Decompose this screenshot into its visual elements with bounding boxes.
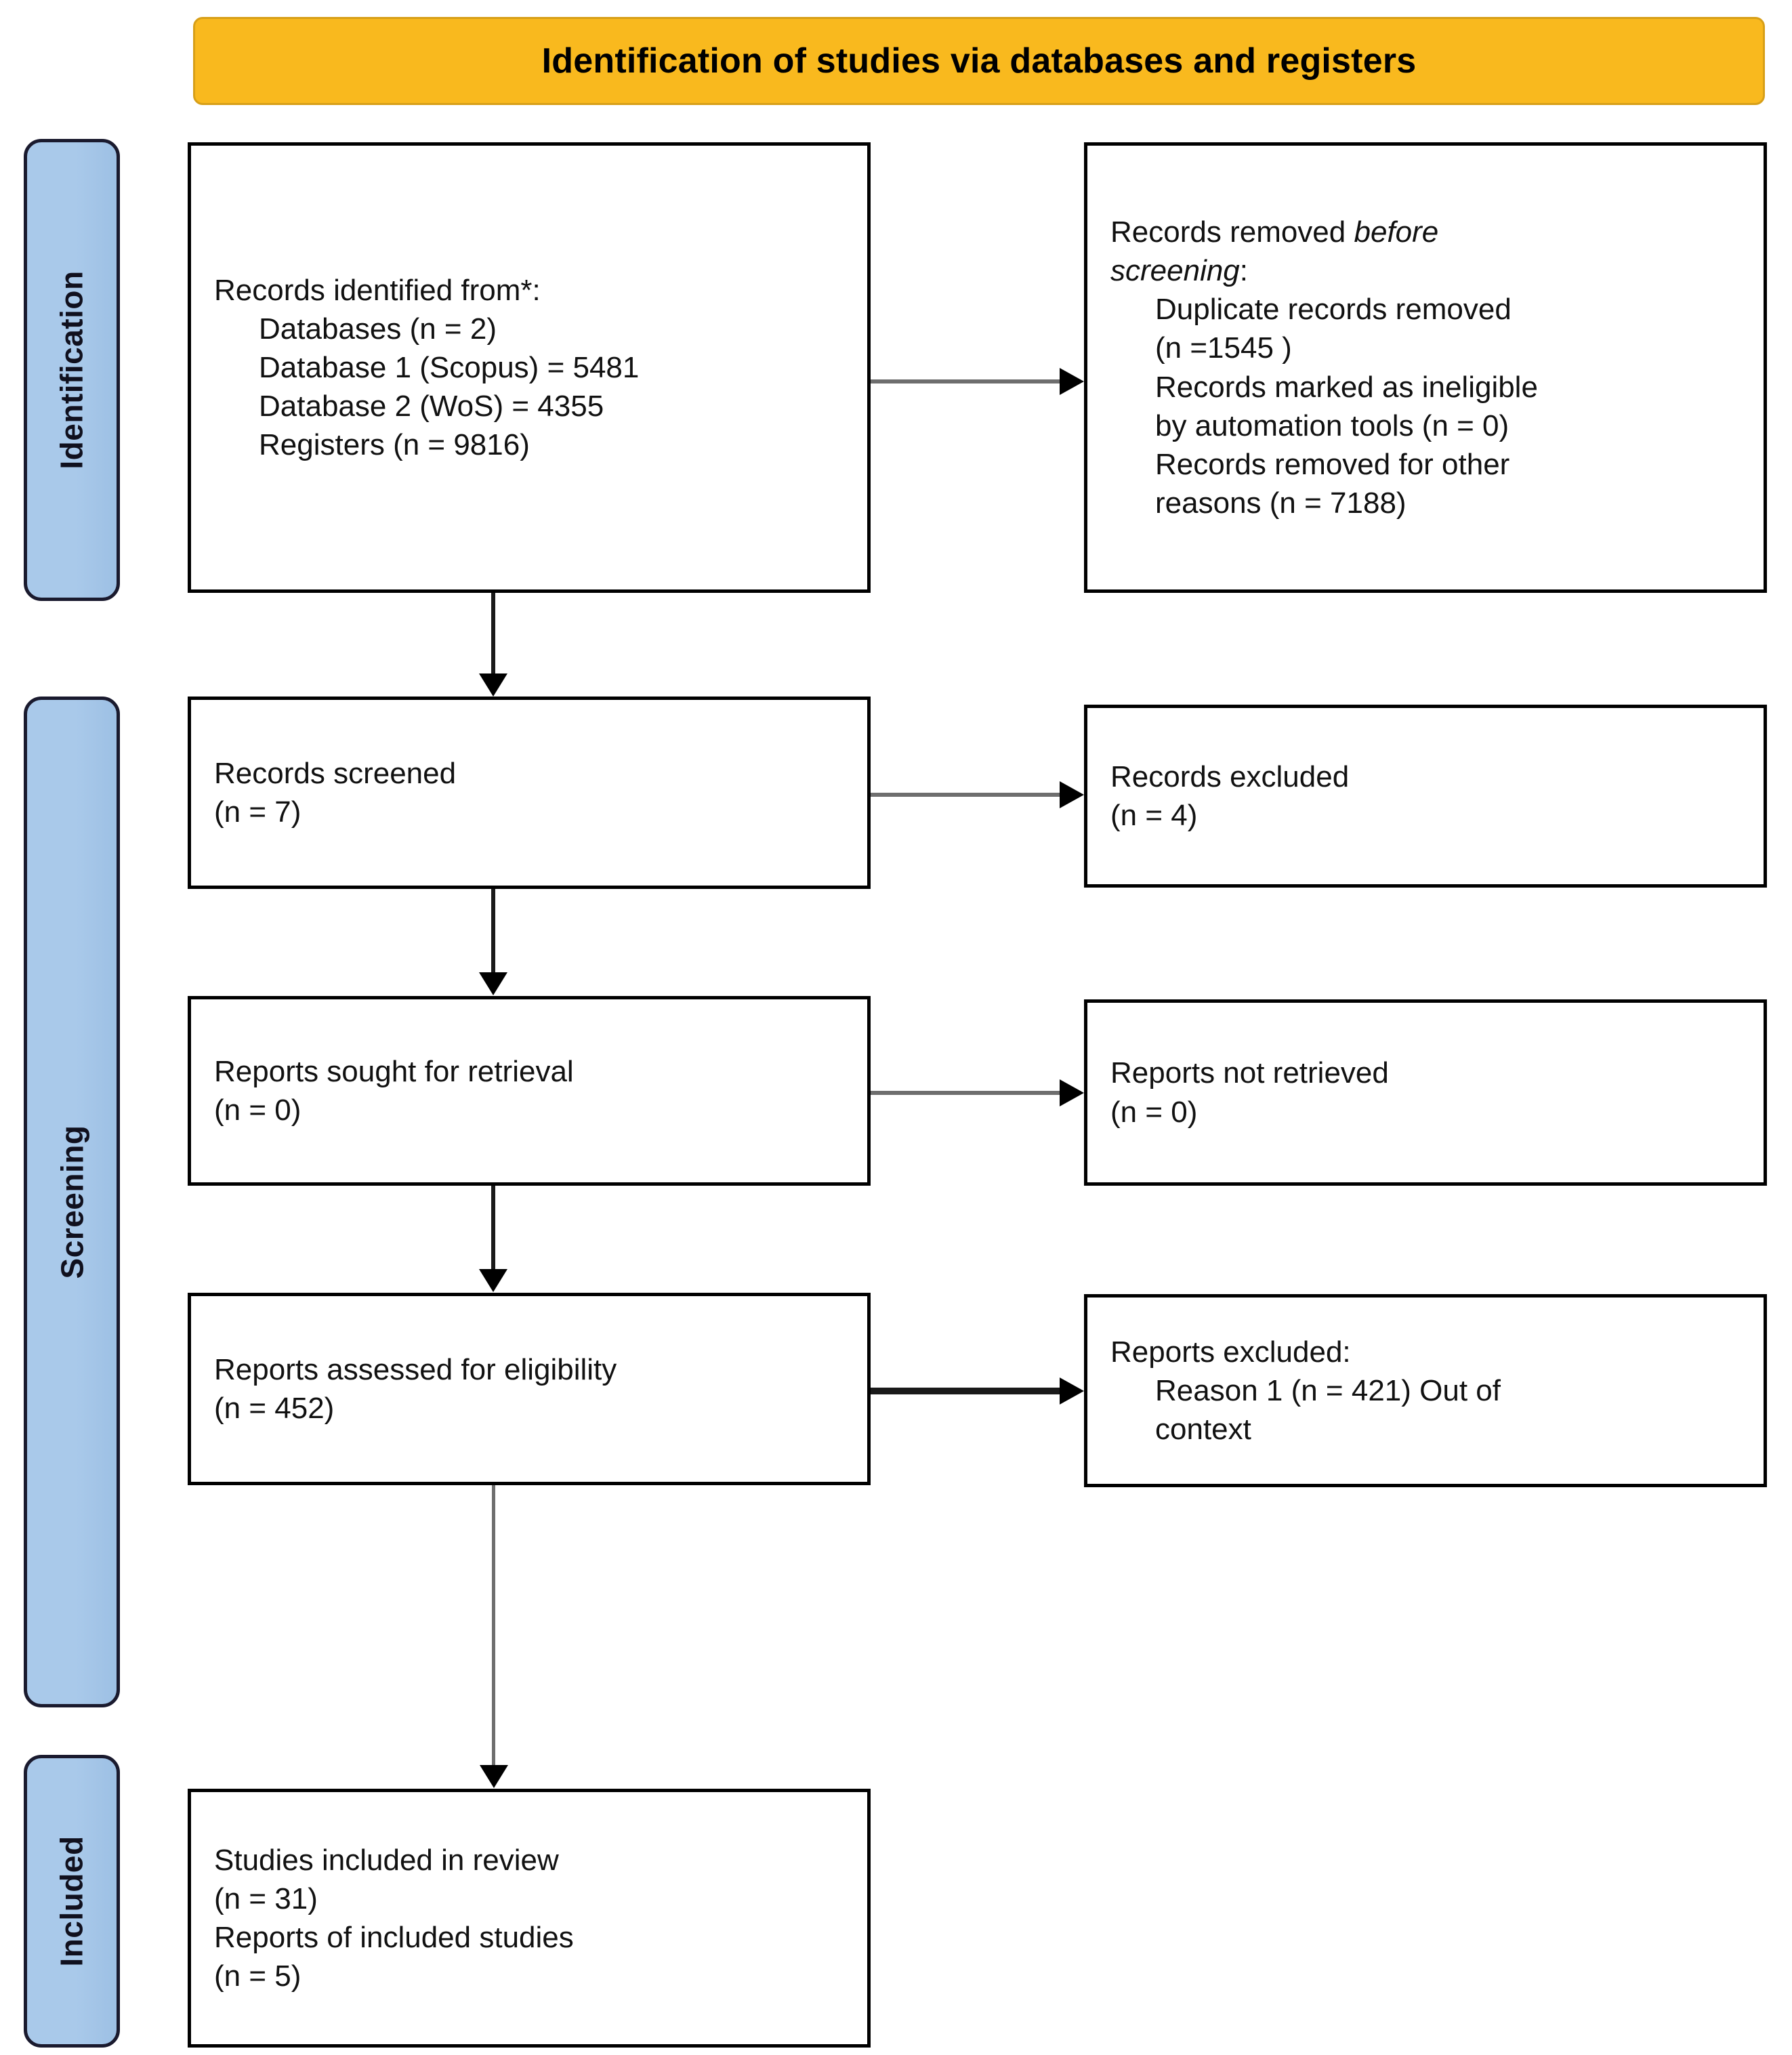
reports-not-retrieved-line-1: Reports not retrieved xyxy=(1110,1056,1389,1090)
arrowhead-right-icon xyxy=(1060,781,1084,808)
reports-excluded-line-2: Reason 1 (n = 421) Out of xyxy=(1155,1373,1501,1407)
records-removed-line-1-plain: Records removed xyxy=(1110,215,1354,249)
box-reports-sought-for-retrieval: Reports sought for retrieval (n = 0) xyxy=(188,996,871,1186)
reports-assessed-line-2: (n = 452) xyxy=(214,1392,335,1425)
connector-line xyxy=(871,1091,1062,1095)
records-excluded-line-2: (n = 4) xyxy=(1110,799,1198,832)
arrowhead-down-icon xyxy=(479,673,507,697)
records-identified-line-2: Databases (n = 2) xyxy=(259,312,497,346)
box-records-excluded: Records excluded (n = 4) xyxy=(1084,705,1767,888)
reports-sought-line-2: (n = 0) xyxy=(214,1094,301,1127)
records-removed-line-4: (n =1545 ) xyxy=(1155,331,1292,365)
records-removed-line-2: screening: xyxy=(1110,251,1741,290)
box-records-screened: Records screened (n = 7) xyxy=(188,697,871,889)
records-removed-line-5: Records marked as ineligible xyxy=(1155,370,1538,404)
box-reports-assessed-for-eligibility: Reports assessed for eligibility (n = 45… xyxy=(188,1293,871,1485)
stage-label-screening-text: Screening xyxy=(54,1125,90,1279)
studies-included-line-4: (n = 5) xyxy=(214,1959,301,1993)
connector-line xyxy=(492,1485,495,1766)
connector-line xyxy=(491,593,495,674)
stage-label-screening: Screening xyxy=(24,697,120,1707)
records-removed-line-6: by automation tools (n = 0) xyxy=(1155,409,1509,442)
connector-line xyxy=(871,1388,1062,1394)
studies-included-line-1: Studies included in review xyxy=(214,1843,559,1877)
records-removed-line-8: reasons (n = 7188) xyxy=(1155,486,1406,520)
reports-not-retrieved-line-2: (n = 0) xyxy=(1110,1095,1198,1129)
diagram-header-title: Identification of studies via databases … xyxy=(541,41,1417,81)
connector-line xyxy=(491,889,495,973)
reports-excluded-line-3: context xyxy=(1155,1413,1251,1447)
stage-label-identification-text: Identification xyxy=(54,270,90,470)
records-removed-line-2-colon: : xyxy=(1239,253,1249,287)
stage-label-included-text: Included xyxy=(54,1835,89,1967)
records-excluded-line-1: Records excluded xyxy=(1110,760,1350,793)
records-removed-line-3: Duplicate records removed xyxy=(1155,293,1512,327)
reports-assessed-line-1: Reports assessed for eligibility xyxy=(214,1352,617,1386)
records-identified-line-5: Registers (n = 9816) xyxy=(259,428,530,462)
box-records-identified: Records identified from*: Databases (n =… xyxy=(188,142,871,593)
records-removed-line-2-italic: screening xyxy=(1110,253,1240,287)
records-identified-line-1: Records identified from*: xyxy=(214,273,541,307)
box-reports-not-retrieved: Reports not retrieved (n = 0) xyxy=(1084,999,1767,1186)
studies-included-line-3: Reports of included studies xyxy=(214,1921,574,1954)
reports-excluded-line-1: Reports excluded: xyxy=(1110,1335,1351,1369)
arrowhead-right-icon xyxy=(1060,368,1084,395)
box-records-removed-before-screening: Records removed before screening: Duplic… xyxy=(1084,142,1767,593)
connector-line xyxy=(871,793,1062,797)
arrowhead-down-icon xyxy=(479,972,507,995)
connector-line xyxy=(871,379,1062,383)
records-removed-line-7: Records removed for other xyxy=(1155,447,1510,481)
box-studies-included-in-review: Studies included in review (n = 31) Repo… xyxy=(188,1789,871,2048)
arrowhead-down-icon xyxy=(480,1765,508,1788)
records-identified-line-3: Database 1 (Scopus) = 5481 xyxy=(259,350,640,384)
records-screened-line-2: (n = 7) xyxy=(214,795,301,829)
records-screened-line-1: Records screened xyxy=(214,756,457,790)
stage-label-identification: Identification xyxy=(24,139,120,601)
arrowhead-right-icon xyxy=(1060,1377,1084,1405)
diagram-header-banner: Identification of studies via databases … xyxy=(193,17,1765,105)
studies-included-line-2: (n = 31) xyxy=(214,1882,318,1915)
arrowhead-down-icon xyxy=(479,1269,507,1292)
records-removed-line-1: Records removed before xyxy=(1110,213,1741,251)
records-removed-line-1-italic: before xyxy=(1354,215,1439,249)
stage-label-included: Included xyxy=(24,1755,120,2048)
box-reports-excluded: Reports excluded: Reason 1 (n = 421) Out… xyxy=(1084,1294,1767,1487)
records-identified-line-4: Database 2 (WoS) = 4355 xyxy=(259,390,604,423)
reports-sought-line-1: Reports sought for retrieval xyxy=(214,1054,574,1088)
connector-line xyxy=(491,1186,495,1270)
arrowhead-right-icon xyxy=(1060,1079,1084,1106)
